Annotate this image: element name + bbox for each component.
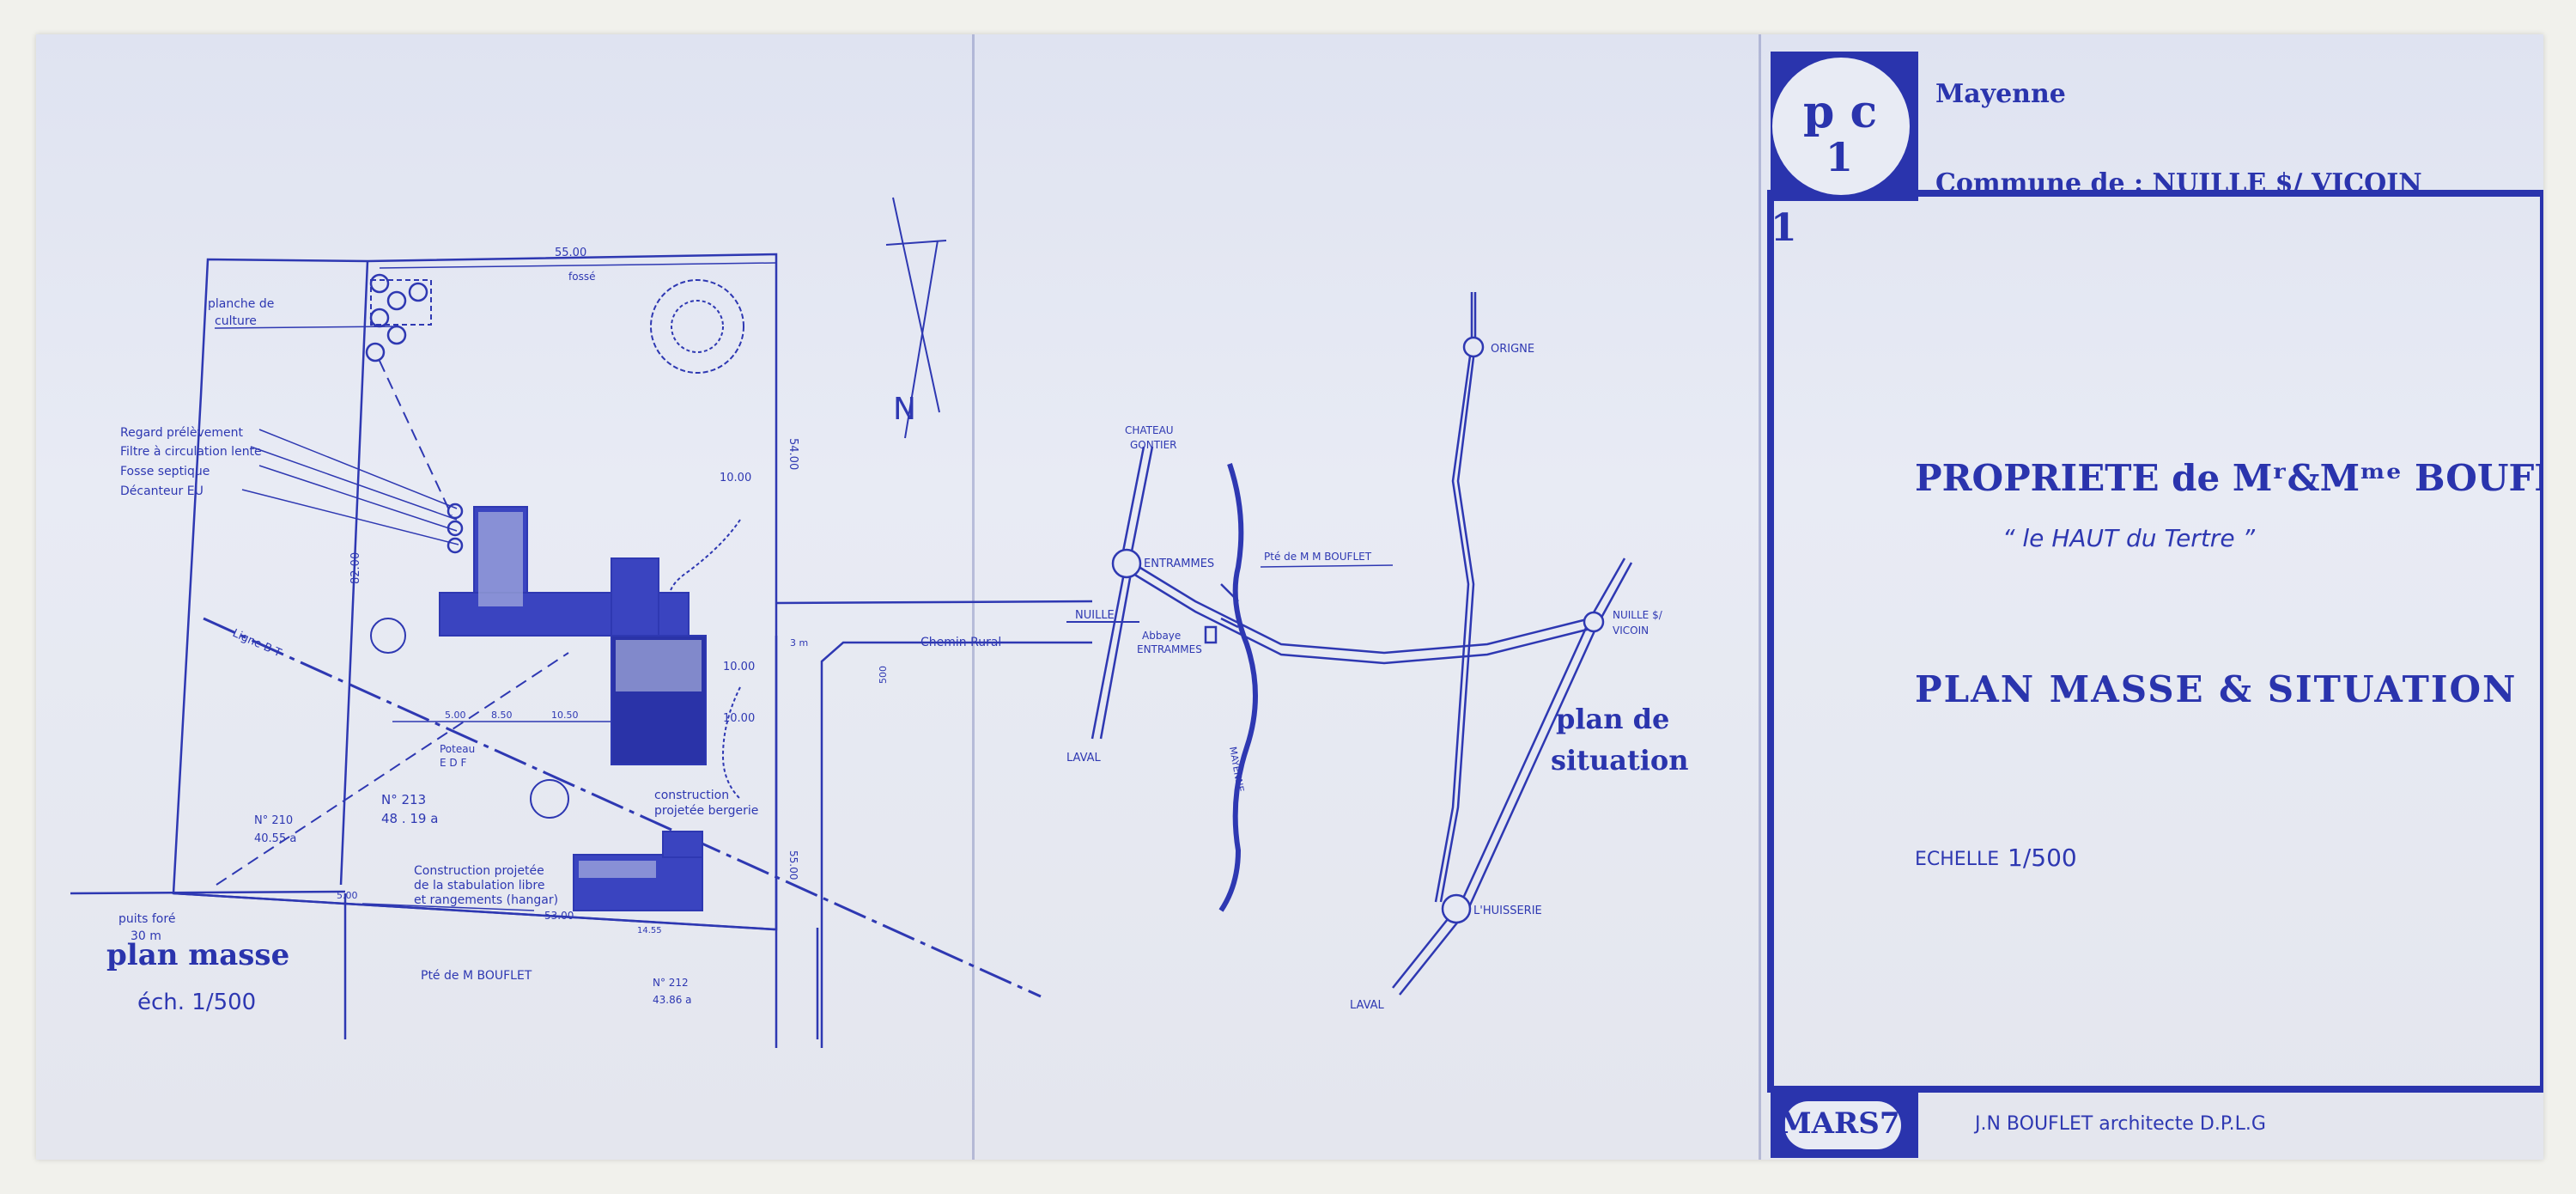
label-edf: E D F	[440, 757, 466, 769]
label-puits-depth: 30 m	[131, 929, 161, 943]
label-fosse: Fosse septique	[120, 465, 210, 478]
bt-power-line	[203, 617, 1042, 998]
north-icon: N	[893, 392, 916, 427]
label-area-213: 48 . 19 a	[381, 811, 438, 826]
title-frame	[1767, 190, 2543, 1093]
fold-line	[1759, 34, 1761, 1160]
title-panel-frame	[1767, 52, 2543, 1158]
plan-masse-drawing: planche de culture Regard prélèvement Fi…	[70, 197, 1139, 1048]
scale-label: ECHELLE	[1915, 849, 2000, 870]
dim-sm3: 14.55	[637, 926, 662, 935]
road-origne	[1434, 292, 1473, 903]
dim-sm1: 3 m	[790, 637, 808, 649]
dim-left: 82.00	[349, 552, 362, 584]
tree-large	[650, 279, 744, 374]
sheet-number: 1	[1771, 206, 1797, 250]
plan-masse-scale: éch. 1/500	[137, 990, 257, 1015]
date-label: MARS79	[1779, 1106, 1921, 1141]
place-name: “ le HAUT du Tertre ”	[2002, 524, 2255, 552]
plan-masse-title: plan masse	[106, 938, 290, 972]
architect-label: J.N BOUFLET architecte D.P.L.G	[1975, 1113, 2266, 1135]
blueprint-sheet: planche de culture Regard prélèvement Fi…	[36, 34, 2543, 1160]
situation-title-1: plan de	[1556, 703, 1670, 735]
label-area-210: 40.55 a	[254, 832, 296, 845]
situation-title-2: situation	[1551, 744, 1689, 777]
label-decanteur: Décanteur EU	[120, 484, 204, 498]
department: Mayenne	[1935, 79, 2066, 109]
label-area-212: 43.86 a	[653, 994, 692, 1006]
pc-label: p c	[1803, 86, 1878, 138]
label-chateau: CHATEAU	[1125, 424, 1174, 436]
dim-sm2: 500	[878, 666, 889, 684]
label-laval-west: LAVAL	[1066, 752, 1102, 765]
label-poteau: Poteau	[440, 743, 475, 755]
dim-10d: 10.50	[551, 710, 579, 721]
label-vicoin: VICOIN	[1613, 624, 1649, 637]
label-regard: Regard prélèvement	[120, 426, 243, 440]
label-huisserie: L'HUISSERIE	[1473, 905, 1542, 917]
road-huisserie	[1392, 618, 1592, 989]
label-parcel-210: N° 210	[254, 814, 293, 827]
label-puits: puits foré	[118, 912, 175, 926]
road-laval	[1091, 568, 1127, 740]
label-owner-below: Pté de M BOUFLET	[421, 969, 532, 983]
dim-top: 55.00	[555, 247, 586, 259]
label-stab-1: Construction projetée	[414, 864, 544, 878]
label-culture: culture	[215, 314, 257, 328]
dim-bottom: 53.00	[544, 910, 574, 922]
label-filtre: Filtre à circulation lente	[120, 445, 262, 459]
dim-10c: 10.00	[723, 712, 755, 725]
label-abbaye: Abbaye	[1142, 630, 1181, 642]
dim-right-2: 55.00	[787, 850, 799, 880]
label-parcel-212: N° 212	[653, 977, 689, 989]
commune: Commune de : NUILLE $/ VICOIN	[1935, 168, 2422, 198]
subject-title: PLAN MASSE & SITUATION	[1915, 668, 2518, 710]
label-pte-bouflet: Pté de M M BOUFLET	[1264, 551, 1372, 563]
fold-line	[972, 34, 975, 1160]
river-mayenne	[1218, 463, 1258, 912]
parcel-bottom	[173, 892, 775, 931]
dim-5: 5.00	[445, 710, 466, 721]
dim-8: 8.50	[491, 710, 513, 721]
road-chateau	[1120, 446, 1145, 561]
label-laval-south: LAVAL	[1350, 999, 1385, 1012]
label-stab-3: et rangements (hangar)	[414, 893, 558, 907]
label-stab-2: de la stabulation libre	[414, 879, 544, 892]
label-parcel-213: N° 213	[381, 792, 426, 807]
dim-right: 54.00	[787, 438, 799, 470]
pc-number: 1	[1826, 134, 1854, 180]
road-edge	[775, 600, 1093, 605]
scale-value: 1/500	[2008, 844, 2077, 872]
label-chemin-rural: Chemin Rural	[920, 636, 1001, 649]
dim-10b: 10.00	[723, 661, 755, 673]
label-nuille: NUILLE $/	[1613, 609, 1663, 621]
label-bergerie: projetée bergerie	[654, 804, 758, 818]
label-origne: ORIGNE	[1491, 343, 1534, 356]
label-gontier: GONTIER	[1130, 439, 1177, 451]
road-nuille	[1124, 557, 1591, 655]
parcel-left-edge	[339, 260, 369, 886]
label-planche: planche de	[208, 297, 274, 311]
label-construction: construction	[654, 789, 729, 802]
label-entrammes: ENTRAMMES	[1144, 557, 1214, 570]
situation-map: ORIGNE CHATEAU GONTIER ENTRAMMES Abbaye …	[1066, 292, 1663, 1012]
dim-10a: 10.00	[720, 472, 751, 484]
dim-bl: 5.00	[337, 890, 358, 901]
label-ligne-bt: Ligne B T	[230, 627, 283, 660]
label-fosse-top: fossé	[568, 271, 595, 283]
label-abbaye-entrammes: ENTRAMMES	[1137, 643, 1202, 655]
owner-title: PROPRIETE de Mʳ&Mᵐᵉ BOUFLET	[1915, 457, 2543, 499]
label-road-nuille: NUILLE	[1075, 609, 1115, 622]
